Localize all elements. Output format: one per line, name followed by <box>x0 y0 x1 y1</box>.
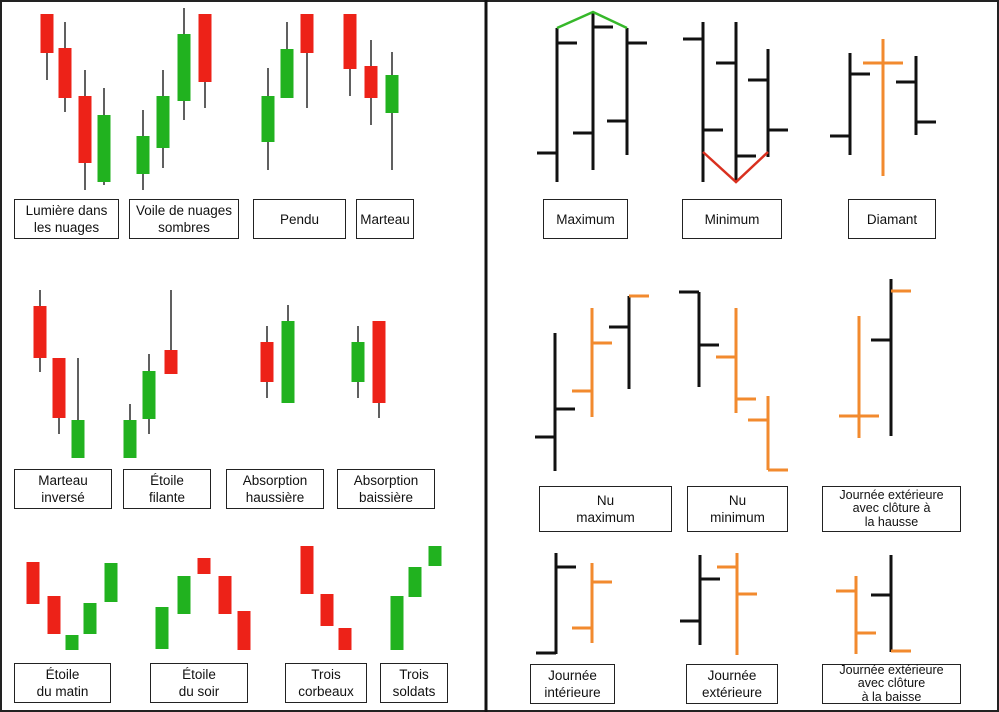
bullish-candle <box>155 607 169 649</box>
outside-day-label: Journée extérieure <box>686 664 778 704</box>
inside-day-label: Journée intérieure <box>530 664 615 704</box>
bullish-candle <box>351 342 365 382</box>
naked-maximum-bars <box>535 294 649 471</box>
bearish-candle <box>78 96 92 163</box>
bullish-candle <box>71 420 85 458</box>
dark-cloud-piercing-candles <box>40 14 111 190</box>
bullish-candle <box>177 576 191 614</box>
dark-cloud-piercing-label: Lumière dans les nuages <box>14 199 119 239</box>
inverted-hammer-label: Marteau inversé <box>14 469 112 509</box>
bearish-candle <box>33 306 47 358</box>
naked-minimum-label: Nu minimum <box>687 486 788 532</box>
morning-star-label: Étoile du matin <box>14 663 111 703</box>
bearish-candle <box>338 628 352 650</box>
bearish-candle <box>300 14 314 53</box>
maximum-bars <box>537 12 647 182</box>
inside-day-bars <box>536 553 612 655</box>
bearish-candle <box>164 350 178 374</box>
bullish-candle <box>280 49 294 98</box>
bearish-candle <box>320 594 334 626</box>
minimum-label: Minimum <box>682 199 782 239</box>
outside-day-up-label: Journée extérieure avec clôture à la hau… <box>822 486 961 532</box>
bearish-candle <box>343 14 357 69</box>
dark-cloud-cover-candles <box>136 8 212 190</box>
bearish-candle <box>26 562 40 604</box>
bearish-candle <box>237 611 251 650</box>
hanging-man-label: Pendu <box>253 199 346 239</box>
diamond-bars <box>830 39 936 176</box>
bearish-candle <box>364 66 378 98</box>
three-crows-label: Trois corbeaux <box>285 663 367 703</box>
bearish-candle <box>197 558 211 574</box>
bearish-engulfing-label: Absorption baissière <box>337 469 435 509</box>
hammer-label: Marteau <box>356 199 414 239</box>
bullish-candle <box>97 115 111 182</box>
three-crows-candles <box>300 546 352 650</box>
trough-connector <box>702 151 769 184</box>
bullish-candle <box>142 371 156 419</box>
bullish-candle <box>428 546 442 566</box>
morning-star-candles <box>26 562 118 650</box>
three-soldiers-label: Trois soldats <box>380 663 448 703</box>
bearish-candle <box>260 342 274 382</box>
diamond-label: Diamant <box>848 199 936 239</box>
minimum-bars <box>683 22 788 182</box>
inverted-hammer-candles <box>33 290 85 458</box>
evening-star-label: Étoile du soir <box>150 663 248 703</box>
hammer-candles <box>343 14 399 170</box>
bullish-candle <box>83 603 97 634</box>
outside-day-up-bars <box>839 279 911 438</box>
shooting-star-label: Étoile filante <box>123 469 211 509</box>
maximum-label: Maximum <box>543 199 628 239</box>
naked-minimum-bars <box>679 290 788 472</box>
bullish-candle <box>136 136 150 174</box>
peak-connector <box>556 10 628 30</box>
dark-cloud-cover-label: Voile de nuages sombres <box>129 199 239 239</box>
bearish-candle <box>372 321 386 403</box>
bearish-candle <box>58 48 72 98</box>
bullish-candle <box>408 567 422 597</box>
bearish-candle <box>47 596 61 634</box>
bearish-candle <box>52 358 66 418</box>
outside-day-down-label: Journée extérieure avec clôture à la bai… <box>822 663 961 704</box>
bullish-engulfing-candles <box>260 305 295 403</box>
bearish-engulfing-candles <box>351 321 386 418</box>
bullish-candle <box>177 34 191 101</box>
bullish-candle <box>390 596 404 650</box>
bullish-engulfing-label: Absorption haussière <box>226 469 324 509</box>
outside-day-down-bars <box>836 555 911 654</box>
bullish-candle <box>261 96 275 142</box>
evening-star-candles <box>155 558 251 650</box>
naked-maximum-label: Nu maximum <box>539 486 672 532</box>
bullish-candle <box>281 321 295 403</box>
bullish-candle <box>65 635 79 650</box>
bearish-candle <box>198 14 212 82</box>
bar-patterns-group <box>535 10 936 655</box>
shooting-star-candles <box>123 290 178 458</box>
bullish-candle <box>156 96 170 148</box>
bearish-candle <box>40 14 54 53</box>
bullish-candle <box>104 563 118 602</box>
candlestick-patterns-group <box>26 8 442 650</box>
bullish-candle <box>123 420 137 458</box>
three-soldiers-candles <box>390 546 442 650</box>
hanging-man-candles <box>261 14 314 170</box>
bearish-candle <box>218 576 232 614</box>
bearish-candle <box>300 546 314 594</box>
bullish-candle <box>385 75 399 113</box>
outside-day-bars <box>680 553 757 655</box>
